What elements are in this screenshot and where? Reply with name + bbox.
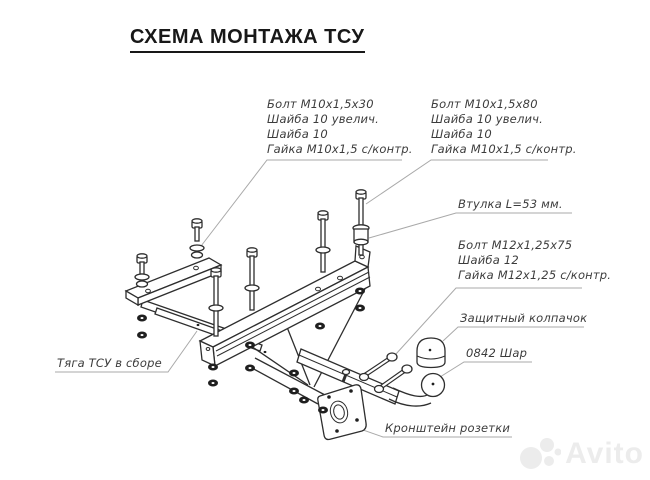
bolt-m12x75-pair — [358, 352, 413, 394]
label-line: Болт М10х1,5х80 — [431, 97, 538, 111]
leader-bolt-m12 — [395, 287, 582, 355]
bolt-vertical-5 — [315, 210, 331, 273]
protective-cap — [416, 337, 446, 369]
label-bolt-m10x30: Болт М10х1,5х30 Шайба 10 увелич. Шайба 1… — [267, 97, 413, 157]
bolt-m10x80-with-bushing — [352, 189, 370, 256]
label-towbar: Тяга ТСУ в сборе — [57, 356, 162, 370]
leader-lines — [55, 159, 584, 438]
avito-logo-icon — [520, 438, 562, 469]
mounting-plate — [124, 257, 223, 307]
bolt-vertical-3 — [208, 267, 224, 337]
crossmember-beam — [198, 245, 371, 368]
label-bolt-m12: Болт М12х1,25х75 Шайба 12 Гайка М12х1,25… — [458, 238, 611, 283]
bolt-m10x30-target — [189, 218, 205, 259]
loose-nuts-washers — [137, 287, 365, 414]
bolt-m10x30-left — [134, 253, 150, 288]
leader-towbar — [55, 330, 198, 373]
label-line: Шайба 10 — [431, 127, 492, 141]
label-line: Гайка М10х1,5 с/контр. — [431, 142, 577, 156]
leader-ball — [439, 361, 532, 378]
hitch-ball — [420, 372, 446, 398]
socket-bracket — [317, 368, 367, 441]
label-line: Шайба 10 увелич. — [267, 112, 380, 126]
page-title: СХЕМА МОНТАЖА ТСУ — [130, 26, 365, 53]
label-line: Шайба 10 — [267, 127, 328, 141]
label-line: Болт М10х1,5х30 — [267, 97, 374, 111]
label-bushing: Втулка L=53 мм. — [458, 197, 563, 211]
label-line: Болт М12х1,25х75 — [458, 238, 573, 252]
avito-watermark: Avito — [519, 436, 644, 472]
label-line: Шайба 10 увелич. — [431, 112, 544, 126]
label-ball: 0842 Шар — [466, 346, 528, 360]
label-line: Гайка М12х1,25 с/контр. — [458, 268, 612, 282]
leader-bolt-m10x80 — [365, 159, 548, 205]
label-line: Гайка М10х1,5 с/контр. — [267, 142, 413, 156]
avito-text: Avito — [565, 437, 644, 470]
bolt-vertical-4 — [244, 247, 260, 311]
label-line: Шайба 12 — [458, 253, 519, 267]
leader-cap — [442, 326, 584, 342]
leader-bushing — [368, 212, 572, 239]
leader-bolt-m10x30 — [197, 159, 402, 251]
label-socket-bracket: Кронштейн розетки — [385, 421, 511, 435]
label-protective-cap: Защитный колпачок — [460, 311, 588, 325]
label-bolt-m10x80: Болт М10х1,5х80 Шайба 10 увелич. Шайба 1… — [431, 97, 577, 157]
